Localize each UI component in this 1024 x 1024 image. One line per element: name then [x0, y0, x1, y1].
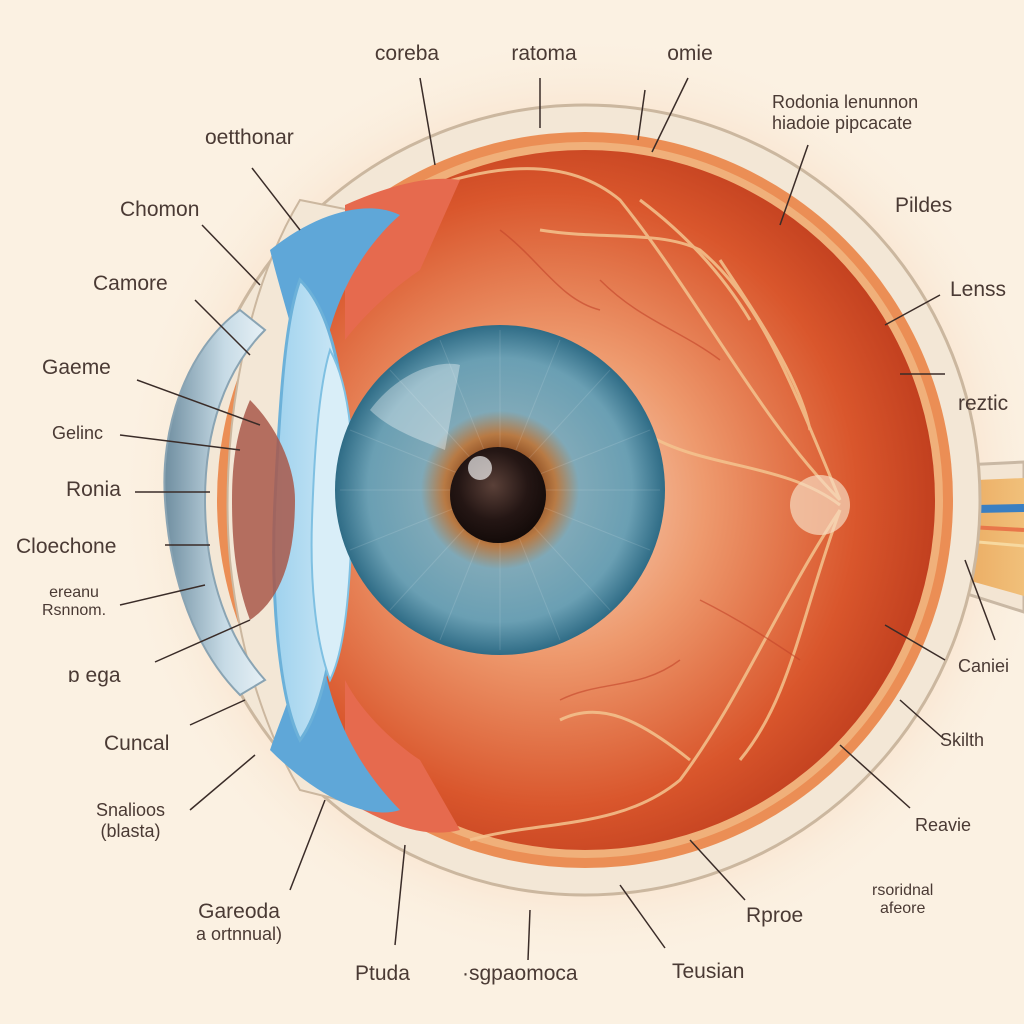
label-ratoma: ratoma: [511, 42, 577, 65]
label-gareoda-line2: a ortnnual): [196, 924, 283, 945]
label-rsoridnal-line2: afeore: [879, 900, 926, 918]
label-snalioos-line1: Snalioos: [96, 800, 166, 820]
label-gareoda-line1: Gareoda: [198, 900, 280, 923]
label-rodonia-line2: hiadoie pipcacate: [772, 112, 913, 133]
label-ereanu: ereanu Rsnnom.: [42, 584, 106, 621]
label-skilth: Skilth: [940, 730, 985, 750]
label-gelinc: Gelinc: [52, 423, 104, 443]
label-snalioos: Snalioos (blasta): [96, 800, 165, 841]
label-rproe: Rproe: [746, 904, 804, 927]
label-cloechone: Cloechone: [16, 535, 117, 558]
label-omie: omie: [667, 42, 713, 65]
label-ereanu-line1: ereanu: [49, 584, 99, 601]
label-gaeme: Gaeme: [42, 356, 111, 379]
label-bega: ɒ ega: [68, 664, 121, 687]
leader-lines: [119, 77, 996, 961]
label-cuncal: Cuncal: [104, 732, 170, 755]
label-chomon: Chomon: [120, 198, 200, 221]
label-rsoridnal: rsoridnal afeore: [872, 882, 933, 919]
label-gareoda: Gareoda a ortnnual): [196, 900, 282, 945]
optic-disc: [790, 475, 850, 535]
label-ronia: Ronia: [66, 478, 121, 501]
iris-section: [232, 400, 295, 620]
label-reavie: Reavie: [915, 815, 972, 835]
label-pildes: Pildes: [895, 194, 953, 217]
label-ptuda: Ptuda: [355, 962, 410, 985]
label-rodonia: Rodonia lenunnon hiadoie pipcacate: [772, 92, 918, 133]
label-sgpaomoca: ·sgpaomoca: [462, 962, 578, 985]
pupil-highlight: [468, 456, 492, 480]
label-rsoridnal-line1: rsoridnal: [872, 882, 934, 899]
label-coreba: coreba: [374, 42, 440, 65]
fine-capillaries: [499, 229, 801, 701]
label-snalioos-line2: (blasta): [100, 820, 161, 841]
cornea: [163, 308, 267, 697]
label-ereanu-line2: Rsnnom.: [42, 602, 107, 620]
iris-reflection: [370, 363, 460, 450]
label-caniei: Caniei: [958, 656, 1010, 676]
label-teusian: Teusian: [672, 960, 745, 983]
pupil: [450, 447, 546, 543]
label-camore: Camore: [93, 272, 168, 295]
label-oetthonar: oetthonar: [205, 126, 294, 149]
label-rodonia-line1: Rodonia lenunnon: [772, 92, 919, 112]
label-lenss: Lenss: [950, 278, 1007, 301]
label-reztic: reztic: [958, 392, 1009, 415]
